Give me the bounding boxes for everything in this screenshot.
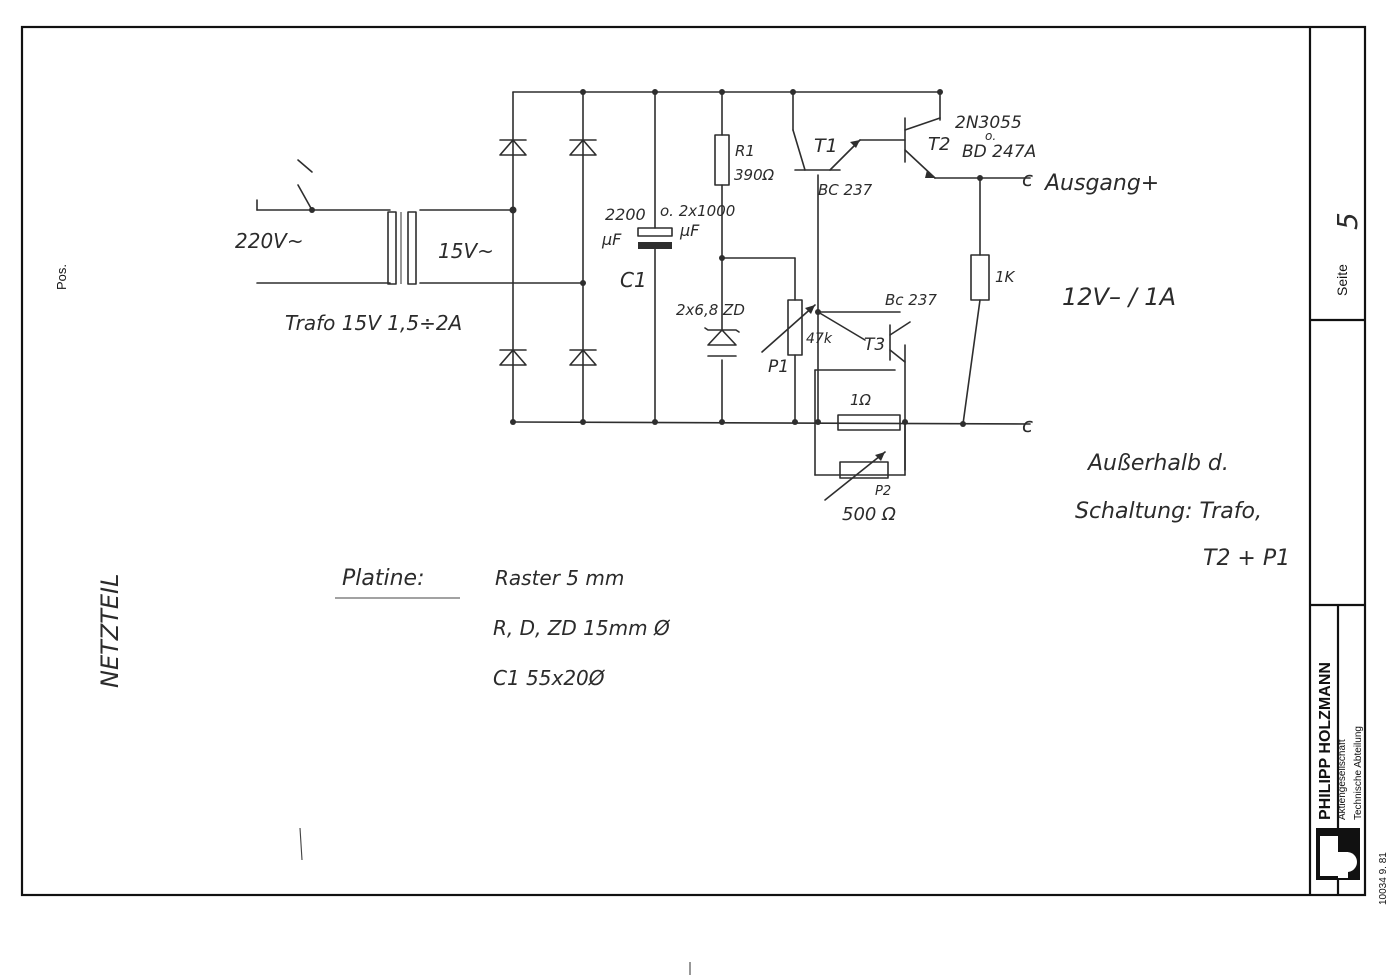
p2-name: P2	[875, 484, 891, 499]
p2-value: 500 Ω	[842, 504, 896, 525]
rectifier-diodes	[499, 139, 597, 366]
transformer-label: Trafo 15V 1,5÷2A	[285, 311, 462, 335]
pos-label: Pos.	[54, 264, 69, 290]
t2-name: T2	[928, 134, 950, 155]
page-label: Seite	[1334, 264, 1350, 296]
p1-name: P1	[768, 357, 789, 377]
mains-switch	[256, 159, 313, 211]
transistor-t3	[889, 321, 911, 363]
transistor-t2	[904, 117, 941, 179]
potentiometer-p1	[761, 299, 816, 356]
output-terminal-top: c	[1022, 167, 1033, 191]
stray-mark	[299, 827, 303, 861]
p1-value: 47k	[806, 331, 833, 347]
outside-note-line2: Schaltung: Trafo,	[1075, 499, 1262, 524]
zener-diodes	[704, 327, 740, 357]
capacitor-c1	[637, 227, 673, 249]
rating-label: 12V– / 1A	[1062, 283, 1176, 311]
page-number: 5	[1331, 212, 1364, 230]
c1-alternative-unit: µF	[679, 221, 700, 240]
sheet-title: NETZTEIL	[96, 574, 124, 689]
t2-type: 2N3055	[955, 113, 1022, 133]
output-label: Ausgang+	[1043, 171, 1159, 196]
company-subtitle: Aktiengesellschaft	[1337, 739, 1348, 820]
outside-note-line3: T2 + P1	[1203, 546, 1290, 571]
t2-alt-marker: o.	[985, 129, 996, 143]
resistor-r1	[714, 134, 730, 186]
outside-note-line1: Außerhalb d.	[1086, 451, 1229, 476]
c1-value: 2200	[605, 205, 646, 224]
board-label: Platine:	[342, 566, 425, 591]
board-note-spacing: R, D, ZD 15mm Ø	[493, 616, 671, 640]
t3-type: Bc 237	[885, 291, 937, 309]
mains-voltage-label: 220V~	[235, 229, 304, 253]
transformer-symbol	[387, 211, 417, 285]
c1-name: C1	[620, 268, 647, 292]
company-department: Technische Abteilung	[1353, 726, 1364, 820]
r-1k-label: 1K	[995, 268, 1016, 286]
resistor-1k	[970, 254, 990, 301]
c1-alternative: o. 2x1000	[660, 202, 735, 220]
t1-name: T1	[814, 135, 838, 157]
transistor-t1	[792, 129, 861, 171]
t1-type: BC 237	[818, 181, 873, 199]
company-logo	[1316, 828, 1360, 880]
company-name: PHILIPP HOLZMANN	[1317, 662, 1334, 820]
r1-name: R1	[735, 142, 755, 160]
output-terminal-bottom: c	[1022, 413, 1033, 437]
board-note-capacitor: C1 55x20Ø	[493, 666, 606, 690]
shunt-label: 1Ω	[850, 391, 872, 409]
t2-alt-type: BD 247A	[962, 142, 1036, 162]
secondary-voltage-label: 15V~	[438, 239, 494, 263]
c1-unit: µF	[601, 230, 622, 249]
zener-label: 2x6,8 ZD	[676, 301, 745, 319]
board-note-grid: Raster 5 mm	[495, 566, 624, 590]
shunt-resistor	[837, 414, 901, 431]
t3-name: T3	[864, 335, 885, 355]
form-code: 10034 9. 81	[1378, 852, 1389, 905]
r1-value: 390Ω	[734, 166, 775, 184]
junction-dots	[309, 89, 983, 427]
trimmer-p2	[824, 451, 889, 501]
